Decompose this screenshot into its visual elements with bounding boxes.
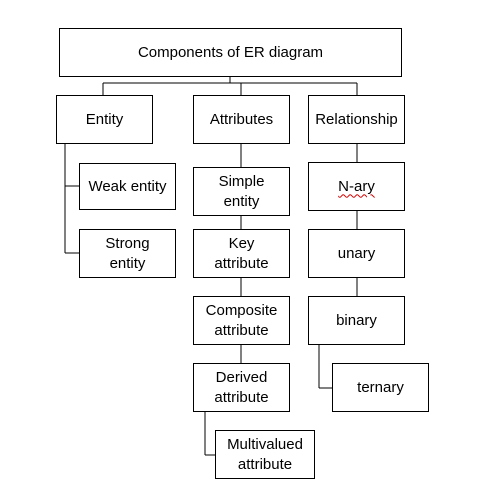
attribute-child-label: Derived attribute	[214, 368, 269, 406]
category-relationship-box: Relationship	[308, 95, 405, 144]
relationship-child-box: binary	[308, 296, 405, 345]
attribute-child-label: Composite attribute	[205, 301, 278, 339]
attribute-child-box: Simple entity	[193, 167, 290, 216]
relationship-child-label: binary	[336, 311, 377, 329]
entity-child-box: Strong entity	[79, 229, 176, 278]
relationship-child-label: unary	[337, 244, 376, 262]
attribute-child-box: Key attribute	[193, 229, 290, 278]
attribute-child-box: Multivalued attribute	[215, 430, 315, 479]
category-attributes-label: Attributes	[209, 110, 274, 128]
relationship-child-label: N-ary	[338, 177, 375, 195]
category-entity-box: Entity	[56, 95, 153, 144]
attribute-child-label: Multivalued attribute	[227, 435, 303, 473]
relationship-child-box: unary	[308, 229, 405, 278]
root-box: Components of ER diagram	[59, 28, 402, 77]
entity-child-box: Weak entity	[79, 163, 176, 210]
attribute-child-box: Derived attribute	[193, 363, 290, 412]
attribute-child-box: Composite attribute	[193, 296, 290, 345]
attribute-child-label: Simple entity	[218, 172, 265, 210]
relationship-child-label: ternary	[357, 378, 404, 396]
category-relationship-label: Relationship	[315, 110, 398, 128]
relationship-child-box: N-ary	[308, 162, 405, 211]
entity-child-label: Strong entity	[105, 234, 150, 272]
relationship-child-box: ternary	[332, 363, 429, 412]
category-attributes-box: Attributes	[193, 95, 290, 144]
entity-child-label: Weak entity	[88, 177, 167, 195]
attribute-child-label: Key attribute	[214, 234, 269, 272]
category-entity-label: Entity	[85, 110, 124, 128]
diagram-title: Components of ER diagram	[137, 43, 324, 61]
